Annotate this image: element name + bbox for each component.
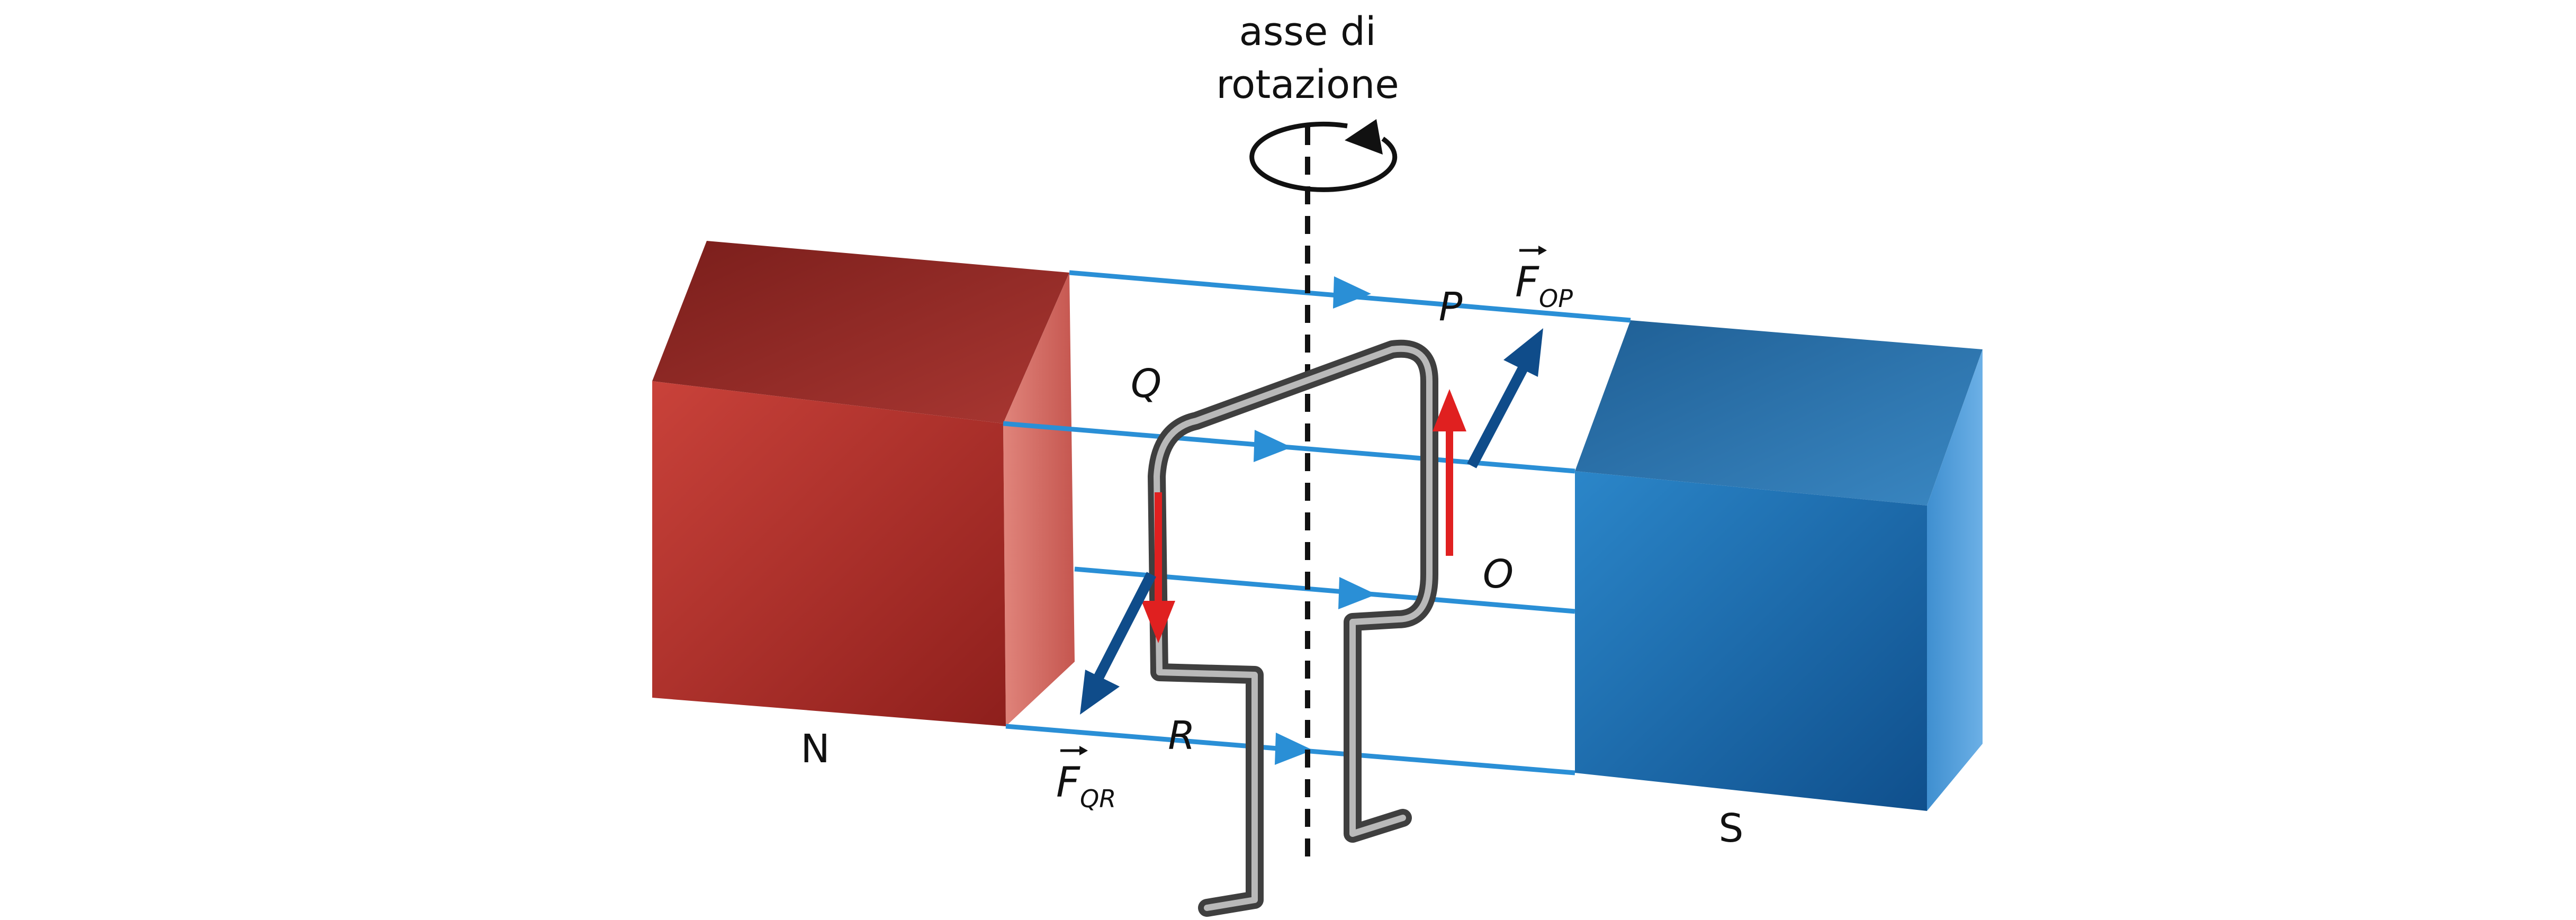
point-q-label: Q	[1131, 361, 1161, 407]
force-arrow-qr	[1080, 572, 1156, 715]
south-magnet-front	[1575, 471, 1927, 811]
point-o-label: O	[1483, 552, 1514, 597]
field-arrowhead-1	[1333, 276, 1371, 309]
axis-label-line1: asse di	[1239, 9, 1376, 55]
north-magnet-side	[1003, 273, 1075, 726]
current-arrow-qr	[1141, 492, 1175, 643]
vector-arrow-icon	[1519, 246, 1547, 255]
current-arrow-op	[1433, 389, 1466, 556]
north-magnet	[652, 241, 1075, 726]
field-arrowheads	[1254, 276, 1376, 765]
wire-loop	[1148, 339, 1438, 917]
force-label-op: F OP	[1515, 246, 1573, 313]
south-magnet-top	[1575, 320, 1983, 506]
south-pole-label: S	[1719, 806, 1744, 851]
rotation-arrow-icon	[1249, 119, 1398, 192]
south-magnet	[1575, 320, 1983, 811]
north-magnet-top	[652, 241, 1069, 423]
force-op-symbol: F	[1515, 259, 1539, 306]
south-magnet-side	[1927, 349, 1983, 811]
force-qr-subscript: QR	[1080, 784, 1116, 813]
axis-label-line2: rotazione	[1216, 62, 1399, 107]
force-label-qr: F QR	[1056, 746, 1116, 813]
north-magnet-front	[652, 381, 1006, 726]
point-p-label: P	[1439, 284, 1463, 330]
force-op-subscript: OP	[1539, 284, 1573, 313]
field-arrowhead-2	[1254, 430, 1292, 462]
field-arrowhead-3	[1338, 577, 1376, 609]
north-pole-label: N	[800, 726, 830, 772]
field-arrowhead-4	[1275, 733, 1313, 765]
vector-arrow-icon	[1060, 746, 1088, 755]
point-r-label: R	[1168, 713, 1195, 759]
force-qr-symbol: F	[1056, 759, 1080, 807]
force-arrow-op	[1467, 328, 1543, 468]
